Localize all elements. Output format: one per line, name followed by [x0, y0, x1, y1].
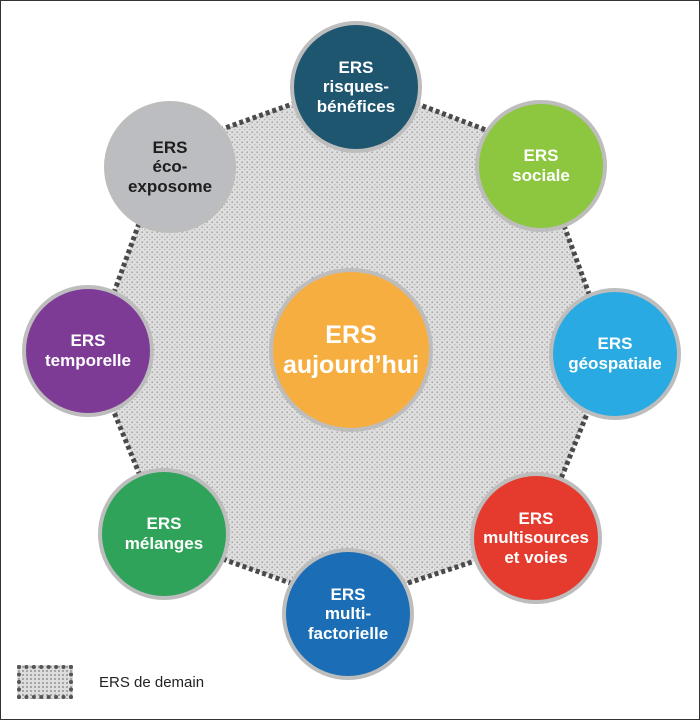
node-line: ERS: [70, 331, 106, 351]
legend-swatch-dotted: [17, 665, 73, 699]
node-line: ERS: [330, 584, 366, 604]
node-line: ERS: [152, 137, 188, 157]
legend: ERS de demain: [17, 665, 204, 699]
legend-label: ERS de demain: [99, 673, 205, 691]
node-ers-temporelle: ERS temporelle: [22, 285, 154, 417]
node-line: sociale: [512, 166, 570, 185]
node-ers-multisources: ERS multisources et voies: [470, 472, 602, 604]
node-line: bénéfices: [316, 96, 396, 116]
node-line: exposome: [127, 176, 213, 196]
node-line: et voies: [504, 547, 568, 567]
node-ers-multifactorielle: ERS multi- factorielle: [282, 548, 414, 680]
node-ers-eco-exposome: ERS éco- exposome: [104, 101, 236, 233]
node-line: temporelle: [45, 351, 131, 370]
node-ers-sociale: ERS sociale: [475, 100, 607, 232]
node-line: ERS: [146, 514, 182, 534]
node-line: éco-: [152, 157, 188, 177]
center-line-2: aujourd’hui: [282, 351, 420, 379]
center-node-ers-aujourdhui: ERS aujourd’hui: [269, 268, 433, 432]
node-line: multisources: [483, 528, 589, 548]
node-line: ERS: [523, 146, 559, 166]
node-ers-melanges: ERS mélanges: [98, 468, 230, 600]
node-line: multi-: [324, 604, 372, 624]
node-line: ERS: [338, 57, 374, 77]
node-ers-risques-benefices: ERS risques- bénéfices: [290, 21, 422, 153]
node-line: risques-: [322, 77, 390, 97]
node-line: ERS: [597, 334, 633, 354]
node-ers-geospatiale: ERS géospatiale: [549, 288, 681, 420]
center-line-1: ERS: [325, 321, 377, 349]
node-line: ERS: [518, 508, 554, 528]
node-line: mélanges: [124, 534, 204, 553]
node-line: factorielle: [307, 623, 389, 643]
node-line: géospatiale: [568, 354, 662, 373]
